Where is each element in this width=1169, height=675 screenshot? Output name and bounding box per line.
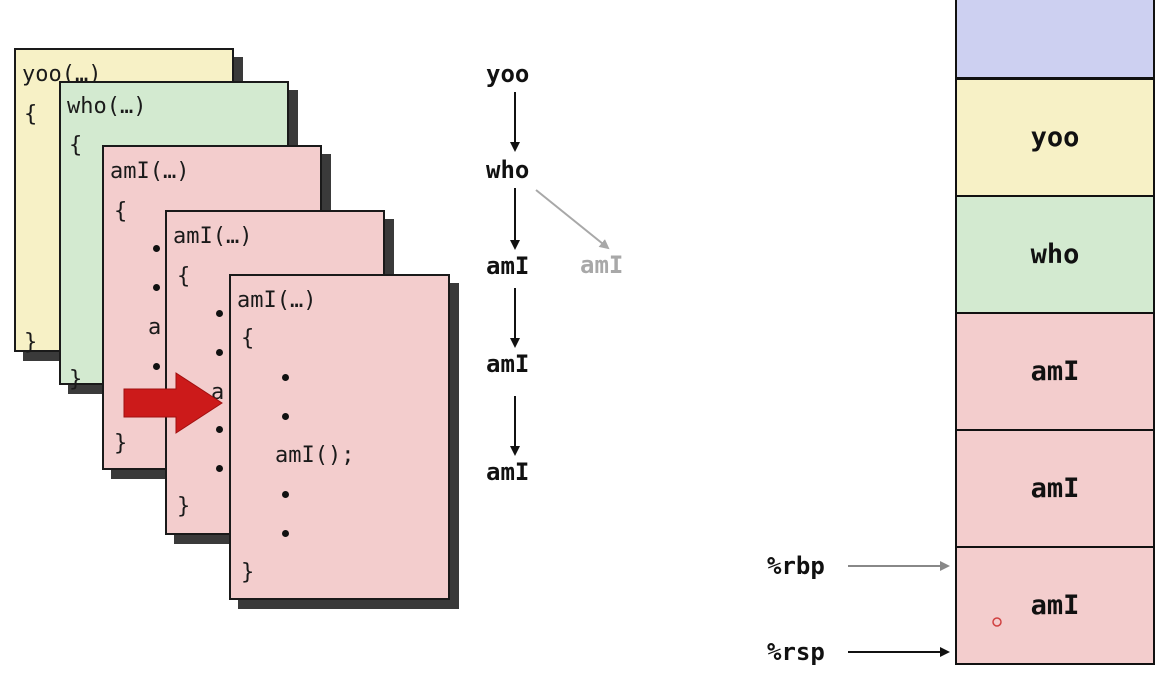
stack-frame-ami: amI	[955, 429, 1155, 548]
code-card-ami-current: amI(…) { amI(); }	[229, 274, 450, 600]
call-tree-node-who: who	[486, 156, 530, 184]
card-header: who(…)	[67, 94, 147, 119]
stack-frame-ami-current: amI	[955, 546, 1155, 665]
bullet	[216, 310, 223, 317]
bullet	[282, 374, 289, 381]
call-tree-edges	[510, 92, 610, 456]
card-close-brace: }	[69, 367, 83, 392]
card-open-brace: {	[24, 102, 38, 127]
cursor-indicator	[992, 617, 1002, 627]
bullet	[282, 530, 289, 537]
card-partial-call: a	[148, 315, 162, 340]
call-tree-node-yoo: yoo	[486, 60, 530, 88]
call-tree-node-ami-branch: amI	[580, 251, 624, 279]
bullet	[282, 491, 289, 498]
card-open-brace: {	[69, 133, 83, 158]
call-tree-node-ami: amI	[486, 350, 530, 378]
card-close-brace: }	[241, 560, 255, 585]
card-open-brace: {	[241, 326, 255, 351]
bullet	[282, 413, 289, 420]
bullet	[153, 284, 160, 291]
bullet	[216, 426, 223, 433]
card-header: amI(…)	[173, 224, 253, 249]
bullet	[153, 363, 160, 370]
bullet	[216, 465, 223, 472]
edge-who-ami-branch	[535, 189, 610, 250]
card-header: amI(…)	[237, 288, 317, 313]
call-tree-node-ami: amI	[486, 252, 530, 280]
card-header: amI(…)	[110, 159, 190, 184]
bullet	[216, 349, 223, 356]
current-execution-arrow	[123, 372, 223, 434]
card-close-brace: }	[114, 431, 128, 456]
card-open-brace: {	[177, 264, 191, 289]
card-close-brace: }	[24, 330, 38, 355]
call-tree-node-ami: amI	[486, 458, 530, 486]
card-close-brace: }	[177, 494, 191, 519]
register-rsp-label: %rsp	[767, 638, 825, 666]
bullet	[153, 245, 160, 252]
card-recursive-call: amI();	[275, 443, 355, 468]
stack-frame-who: who	[955, 195, 1155, 314]
register-rbp-label: %rbp	[767, 552, 825, 580]
card-open-brace: {	[114, 199, 128, 224]
